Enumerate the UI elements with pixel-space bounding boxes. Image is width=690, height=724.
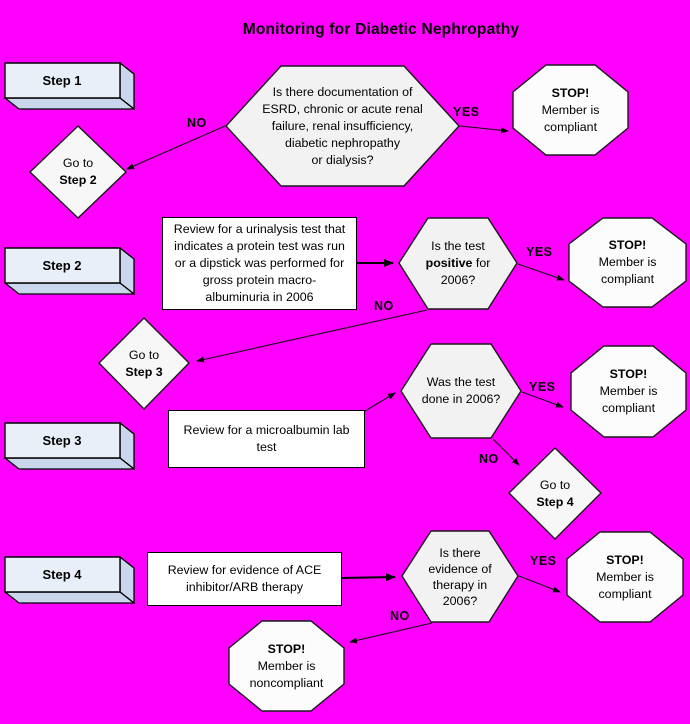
page-title: Monitoring for Diabetic Nephropathy xyxy=(242,21,520,38)
edge-label-no-4: NO xyxy=(390,609,410,623)
step-2-label: Step 2 xyxy=(42,257,82,273)
arrow-yes-hex1-to-stop1 xyxy=(459,125,509,134)
review-urinalysis-box: Review for a urinalysis test that indica… xyxy=(162,217,357,310)
step-1-label: Step 1 xyxy=(42,72,82,88)
stop-octagon-noncompliant: STOP! Member is noncompliant xyxy=(228,620,345,712)
edge-label-yes-1: YES xyxy=(453,105,480,119)
edge-label-no-2: NO xyxy=(374,299,394,313)
goto-text: Go to Step 4 xyxy=(536,477,574,509)
arrow-no-hex2-to-goto3 xyxy=(196,309,428,363)
step-3-box: Step 3 xyxy=(4,422,135,470)
step-4-label: Step 4 xyxy=(42,566,82,582)
goto-step-3-diamond: Go to Step 3 xyxy=(98,317,190,410)
edge-label-yes-3: YES xyxy=(529,380,556,394)
stop-octagon-4: STOP! Member is compliant xyxy=(566,531,684,623)
stop-text: STOP! Member is compliant xyxy=(596,552,654,601)
arrow-review3-to-hex4 xyxy=(341,573,396,582)
step-4-box: Step 4 xyxy=(4,556,135,604)
decision-text: Was the test done in 2006? xyxy=(421,375,501,406)
edge-label-no-3: NO xyxy=(479,452,499,466)
arrow-yes-hex4-to-stop4 xyxy=(518,575,561,593)
decision-text: Is there documentation of ESRD, chronic … xyxy=(262,84,423,167)
goto-step-2-diamond: Go to Step 2 xyxy=(29,125,127,219)
decision-hexagon-test-done: Was the test done in 2006? xyxy=(400,343,522,439)
stop-text: STOP! Member is noncompliant xyxy=(249,641,324,690)
stop-octagon-3: STOP! Member is compliant xyxy=(570,345,687,438)
stop-text: STOP! Member is compliant xyxy=(541,85,600,134)
arrow-yes-hex2-to-stop2 xyxy=(517,263,565,281)
step-2-box: Step 2 xyxy=(4,247,135,295)
edge-label-yes-2: YES xyxy=(526,245,553,259)
decision-text: Is the test positive for 2006? xyxy=(425,239,491,287)
decision-hexagon-documentation: Is there documentation of ESRD, chronic … xyxy=(225,65,460,187)
arrow-yes-hex3-to-stop3 xyxy=(521,391,564,408)
stop-text: STOP! Member is compliant xyxy=(598,238,657,286)
stop-text: STOP! Member is compliant xyxy=(599,367,658,415)
edge-label-no-1: NO xyxy=(187,116,207,130)
step-1-box: Step 1 xyxy=(4,62,135,110)
goto-text: Go to Step 2 xyxy=(59,156,97,187)
step-3-label: Step 3 xyxy=(42,432,82,448)
arrow-no-hex4-to-stop5 xyxy=(349,622,433,644)
goto-text: Go to Step 3 xyxy=(125,347,163,379)
stop-octagon-1: STOP! Member is compliant xyxy=(512,64,629,156)
edge-label-yes-4: YES xyxy=(530,554,557,568)
decision-hexagon-test-positive: Is the test positive for 2006? xyxy=(398,217,518,310)
arrow-review2-to-hex3 xyxy=(364,392,396,412)
goto-step-4-diamond: Go to Step 4 xyxy=(508,447,602,540)
review-ace-arb-box: Review for evidence of ACE inhibitor/ARB… xyxy=(147,552,342,606)
stop-octagon-2: STOP! Member is compliant xyxy=(568,217,687,308)
decision-hexagon-therapy-evidence: Is there evidence of therapy in 2006? xyxy=(401,530,519,623)
decision-text: Is there evidence of therapy in 2006? xyxy=(428,545,492,608)
arrow-no-hex1-to-goto2 xyxy=(126,125,226,170)
review-microalbumin-box: Review for a microalbumin lab test xyxy=(168,410,365,468)
